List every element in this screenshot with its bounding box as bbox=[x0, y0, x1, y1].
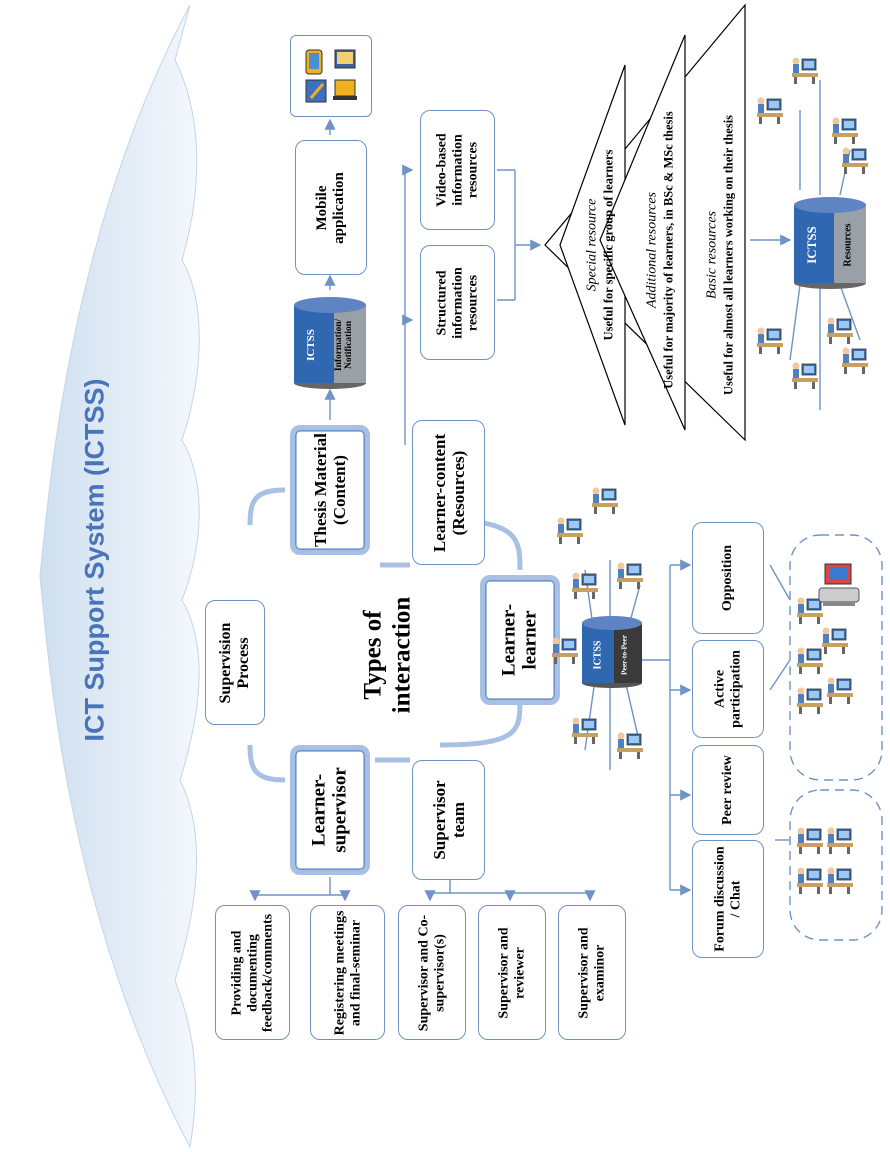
ictss-resources-cylinder bbox=[794, 197, 866, 289]
mobile-application-box: Mobile application bbox=[295, 140, 367, 275]
person-at-computer-icon bbox=[617, 732, 643, 759]
reviewer-box: Supervisor and reviewer bbox=[478, 905, 546, 1040]
learner-content-box: Learner-content (Resources) bbox=[412, 420, 485, 565]
person-at-computer-icon bbox=[552, 637, 578, 664]
examiner-box: Supervisor and examinor bbox=[558, 905, 626, 1040]
feedback-box: Providing and documenting feedback/comme… bbox=[215, 905, 290, 1040]
active-participation-box: Active participation bbox=[692, 640, 764, 738]
person-at-computer-icon bbox=[797, 687, 823, 714]
person-at-computer-icon bbox=[827, 317, 853, 344]
person-at-computer-icon bbox=[797, 597, 823, 624]
person-at-computer-icon bbox=[757, 327, 783, 354]
peer-review-box: Peer review bbox=[692, 745, 764, 835]
person-at-computer-icon bbox=[832, 117, 858, 144]
ictss-info-cylinder bbox=[294, 297, 366, 389]
video-resources-box: Video-based information resources bbox=[420, 110, 495, 230]
forum-box: Forum discussion / Chat bbox=[692, 840, 764, 958]
person-at-computer-icon bbox=[617, 562, 643, 589]
structured-resources-box: Structured information resources bbox=[420, 245, 495, 360]
person-at-computer-icon bbox=[572, 717, 598, 744]
person-at-computer-icon bbox=[797, 647, 823, 674]
co-supervisors-box: Supervisor and Co-supervisor(s) bbox=[398, 905, 466, 1040]
opposition-box: Opposition bbox=[692, 522, 764, 634]
person-at-computer-icon bbox=[797, 867, 823, 894]
person-at-computer-icon bbox=[827, 867, 853, 894]
scanner-icon bbox=[818, 563, 860, 606]
mobile-devices-icon bbox=[290, 35, 372, 117]
person-at-computer-icon bbox=[792, 57, 818, 84]
person-at-computer-icon bbox=[557, 517, 583, 544]
learner-supervisor-box: Learner-supervisor bbox=[290, 745, 370, 875]
person-at-computer-icon bbox=[792, 362, 818, 389]
supervisor-team-box: Supervisor team bbox=[412, 760, 485, 880]
ictss-peer-cylinder bbox=[582, 616, 642, 688]
meetings-box: Registering meetings and final-seminar bbox=[310, 905, 385, 1040]
person-at-computer-icon bbox=[757, 97, 783, 124]
thesis-material-box: Thesis Material (Content) bbox=[290, 425, 370, 555]
person-at-computer-icon bbox=[827, 677, 853, 704]
person-at-computer-icon bbox=[827, 827, 853, 854]
person-at-computer-icon bbox=[592, 487, 618, 514]
person-at-computer-icon bbox=[572, 572, 598, 599]
supervision-process-box: Supervision Process bbox=[205, 600, 265, 725]
person-at-computer-icon bbox=[842, 347, 868, 374]
person-at-computer-icon bbox=[822, 627, 848, 654]
person-at-computer-icon bbox=[842, 147, 868, 174]
person-at-computer-icon bbox=[797, 827, 823, 854]
